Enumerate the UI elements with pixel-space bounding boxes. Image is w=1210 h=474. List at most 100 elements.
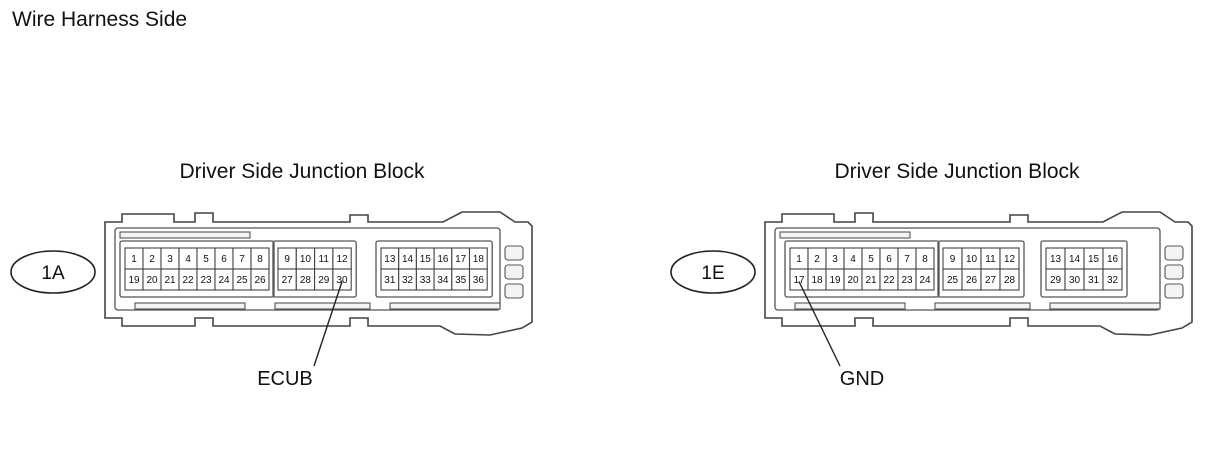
pin-number: 7 bbox=[904, 254, 910, 265]
pin-number: 8 bbox=[257, 254, 263, 265]
pin-number: 30 bbox=[336, 275, 348, 286]
pin-number: 20 bbox=[146, 275, 158, 286]
pin-cavity bbox=[1102, 268, 1123, 291]
page-title: Wire Harness Side bbox=[12, 8, 188, 31]
pin-number: 26 bbox=[254, 275, 266, 286]
callout-leader-line bbox=[313, 281, 343, 367]
pin-number: 1 bbox=[131, 254, 137, 265]
connector-top-rail bbox=[779, 231, 911, 239]
connector-bottom-rail bbox=[794, 302, 906, 310]
connector-bottom-rail bbox=[934, 302, 1031, 310]
pin-number: 19 bbox=[128, 275, 140, 286]
pin-number: 13 bbox=[384, 254, 396, 265]
pin-number: 25 bbox=[236, 275, 248, 286]
connector-latch-slot bbox=[1164, 264, 1184, 280]
pin-number: 9 bbox=[950, 254, 956, 265]
pin-number: 30 bbox=[1069, 275, 1081, 286]
cavity-group-frame bbox=[784, 240, 940, 298]
pin-number: 3 bbox=[167, 254, 173, 265]
pin-cavity bbox=[999, 268, 1020, 291]
connector-name: Driver Side Junction Block bbox=[834, 160, 1080, 183]
pin-number: 29 bbox=[1050, 275, 1062, 286]
cavity-group-frame bbox=[375, 240, 493, 298]
connector-latch-slot bbox=[504, 245, 524, 261]
pin-number: 13 bbox=[1050, 254, 1062, 265]
callout-label: ECUB bbox=[257, 368, 313, 390]
pin-number: 11 bbox=[319, 254, 330, 265]
pin-number: 2 bbox=[149, 254, 155, 265]
pin-number: 26 bbox=[966, 275, 978, 286]
pin-cavity bbox=[915, 268, 935, 291]
connector-id: 1A bbox=[41, 263, 65, 284]
connector-latch-slot bbox=[1164, 245, 1184, 261]
cavity-group-frame bbox=[272, 240, 357, 298]
pin-number: 16 bbox=[1107, 254, 1119, 265]
connector-latch-slot bbox=[504, 283, 524, 299]
pin-number: 4 bbox=[850, 254, 856, 265]
pin-number: 6 bbox=[221, 254, 227, 265]
pin-number: 1 bbox=[796, 254, 802, 265]
pin-number: 24 bbox=[919, 275, 931, 286]
pin-number: 6 bbox=[886, 254, 892, 265]
cavity-group-frame bbox=[1040, 240, 1128, 298]
pin-number: 33 bbox=[420, 275, 432, 286]
pin-number: 10 bbox=[966, 254, 978, 265]
pin-number: 4 bbox=[185, 254, 191, 265]
pin-number: 14 bbox=[402, 254, 414, 265]
pin-number: 36 bbox=[473, 275, 485, 286]
callout-leader-line bbox=[798, 281, 841, 367]
pin-cavity bbox=[468, 268, 488, 291]
connector-latch-slot bbox=[504, 264, 524, 280]
pin-number: 19 bbox=[829, 275, 841, 286]
pin-number: 27 bbox=[282, 275, 294, 286]
connector-id-badge bbox=[10, 250, 96, 294]
pin-cavity bbox=[250, 268, 270, 291]
pin-number: 16 bbox=[437, 254, 449, 265]
connector-inner-frame bbox=[114, 227, 501, 311]
pin-number: 8 bbox=[922, 254, 928, 265]
cavity-group-frame bbox=[119, 240, 275, 298]
pin-number: 23 bbox=[901, 275, 913, 286]
pin-number: 15 bbox=[420, 254, 432, 265]
connector-1A: 1192203214225236247258269271028112912301… bbox=[10, 160, 533, 390]
connector-latch-slot bbox=[1164, 283, 1184, 299]
pin-number: 17 bbox=[793, 275, 805, 286]
pin-number: 31 bbox=[384, 275, 396, 286]
connector-bottom-rail bbox=[274, 302, 371, 310]
pin-number: 9 bbox=[284, 254, 290, 265]
pin-number: 32 bbox=[402, 275, 414, 286]
pin-number: 17 bbox=[455, 254, 467, 265]
pin-number: 10 bbox=[300, 254, 312, 265]
pin-number: 3 bbox=[832, 254, 838, 265]
pin-number: 35 bbox=[455, 275, 467, 286]
callout-label: GND bbox=[840, 368, 884, 390]
pin-number: 22 bbox=[182, 275, 194, 286]
pin-number: 21 bbox=[164, 275, 176, 286]
pin-cavity bbox=[332, 268, 352, 291]
pin-number: 34 bbox=[437, 275, 449, 286]
pin-number: 12 bbox=[336, 254, 348, 265]
pin-number: 15 bbox=[1088, 254, 1100, 265]
pin-number: 21 bbox=[865, 275, 877, 286]
connector-1E: 1172183194205216227238249251026112712281… bbox=[670, 160, 1193, 390]
pin-number: 14 bbox=[1069, 254, 1081, 265]
connector-inner-frame bbox=[774, 227, 1161, 311]
connector-bottom-rail bbox=[389, 302, 501, 310]
pin-number: 28 bbox=[300, 275, 312, 286]
pin-number: 5 bbox=[203, 254, 209, 265]
connector-name: Driver Side Junction Block bbox=[179, 160, 425, 183]
connector-bottom-rail bbox=[1049, 302, 1161, 310]
cavity-group-frame bbox=[937, 240, 1025, 298]
pin-number: 5 bbox=[868, 254, 874, 265]
pin-number: 28 bbox=[1004, 275, 1016, 286]
connector-housing bbox=[104, 211, 533, 336]
connector-housing bbox=[764, 211, 1193, 336]
pin-number: 24 bbox=[218, 275, 230, 286]
pin-number: 11 bbox=[985, 254, 996, 265]
connector-bottom-rail bbox=[134, 302, 246, 310]
pin-number: 18 bbox=[811, 275, 823, 286]
pin-number: 23 bbox=[200, 275, 212, 286]
pin-number: 25 bbox=[947, 275, 959, 286]
pin-number: 32 bbox=[1107, 275, 1119, 286]
